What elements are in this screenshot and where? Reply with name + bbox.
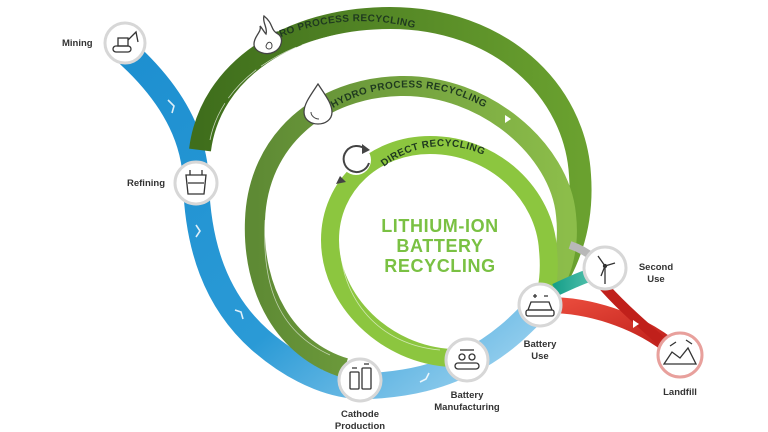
stage-mining-label: Mining [62, 38, 93, 49]
refinery-icon [185, 170, 207, 195]
center-title: LITHIUM-ION BATTERY RECYCLING [381, 216, 499, 276]
cycle-arrow-icon [336, 144, 371, 184]
stage-cathode-label-1: Cathode [341, 409, 379, 420]
landfill-icon [662, 339, 698, 365]
excavator-icon [112, 30, 139, 53]
cathode-icon [349, 363, 372, 390]
direct-recycling-arc [320, 135, 558, 367]
stage-battery-manufacturing: Battery Manufacturing [434, 337, 500, 413]
stage-manufacturing-label-1: Battery [451, 390, 484, 401]
car-icon [525, 294, 555, 317]
stage-second-use: Second Use [582, 245, 674, 291]
title-line-2: BATTERY [396, 236, 483, 256]
stage-landfill-label: Landfill [663, 387, 697, 398]
stage-landfill: Landfill [656, 331, 704, 398]
stage-manufacturing-label-2: Manufacturing [434, 402, 500, 413]
stage-battery-use-label-1: Battery [524, 339, 557, 350]
stage-second-use-label-1: Second [639, 262, 674, 273]
title-line-1: LITHIUM-ION [381, 216, 499, 236]
stage-battery-use: Battery Use [517, 282, 563, 362]
stage-second-use-label-2: Use [647, 274, 664, 285]
wind-turbine-icon [597, 255, 616, 284]
flame-icon [253, 14, 283, 55]
conveyor-icon [454, 349, 480, 370]
stage-battery-use-label-2: Use [531, 351, 548, 362]
stage-cathode-production: Cathode Production [335, 357, 385, 432]
stage-cathode-label-2: Production [335, 421, 385, 432]
hydro-recycling-arc [244, 75, 577, 378]
stage-refining-label: Refining [127, 178, 165, 189]
stage-refining: Refining [127, 160, 219, 206]
droplet-icon [303, 82, 333, 125]
title-line-3: RECYCLING [384, 256, 495, 276]
stage-mining: Mining [62, 21, 147, 65]
